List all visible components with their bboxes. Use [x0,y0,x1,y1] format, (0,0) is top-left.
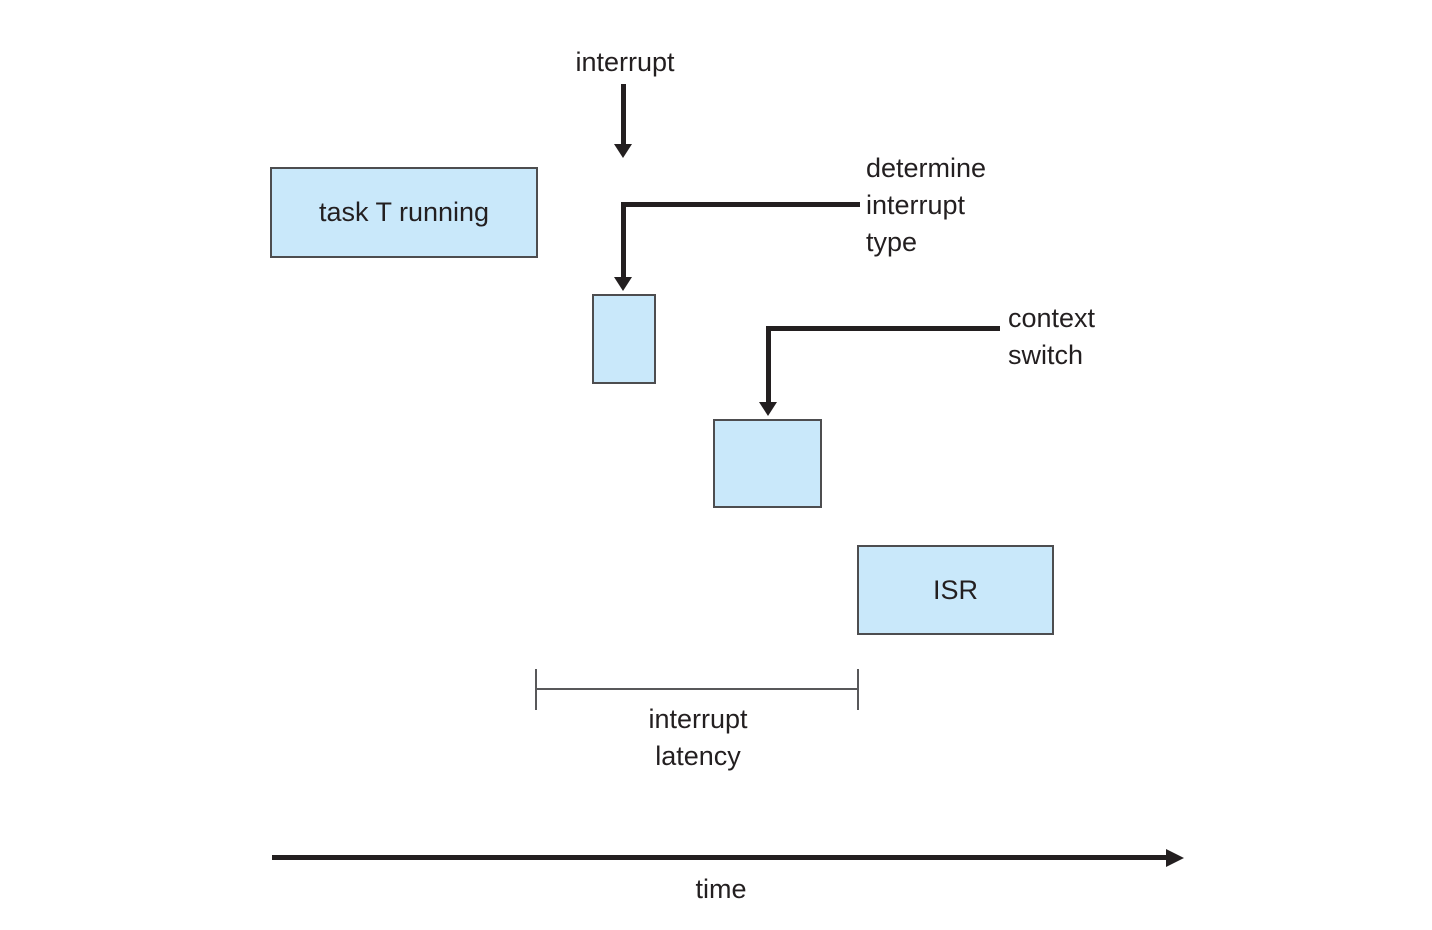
interrupt-label: interrupt [575,47,675,77]
determine-arrowhead-icon [614,277,632,291]
determine-interrupt-type-label: determine interrupt type [866,153,987,257]
latency-bracket-line [536,688,858,690]
isr-label: ISR [932,574,978,605]
latency-bracket-left-tick [535,669,537,710]
time-axis-line [272,855,1168,860]
determine-elbow-vertical-line [621,202,626,277]
determine-type-block [592,294,656,384]
context-switch-elbow-horizontal-line [766,326,1000,331]
determine-elbow-horizontal-line [621,202,860,207]
time-axis-arrowhead-icon [1166,848,1184,867]
interrupt-latency-label: interrupt latency [648,704,748,771]
latency-bracket-right-tick [857,669,859,710]
task-running-label: task T running [318,197,490,227]
task-running-box: task T running [270,167,538,258]
time-axis-label: time [695,874,747,904]
context-switch-block [713,419,822,508]
context-switch-label: context switch [1008,303,1096,370]
context-switch-arrowhead-icon [759,402,777,416]
context-switch-elbow-vertical-line [766,326,771,402]
interrupt-arrowhead-icon [614,144,632,158]
interrupt-arrow-line [621,84,626,144]
isr-box: ISR [857,545,1054,635]
